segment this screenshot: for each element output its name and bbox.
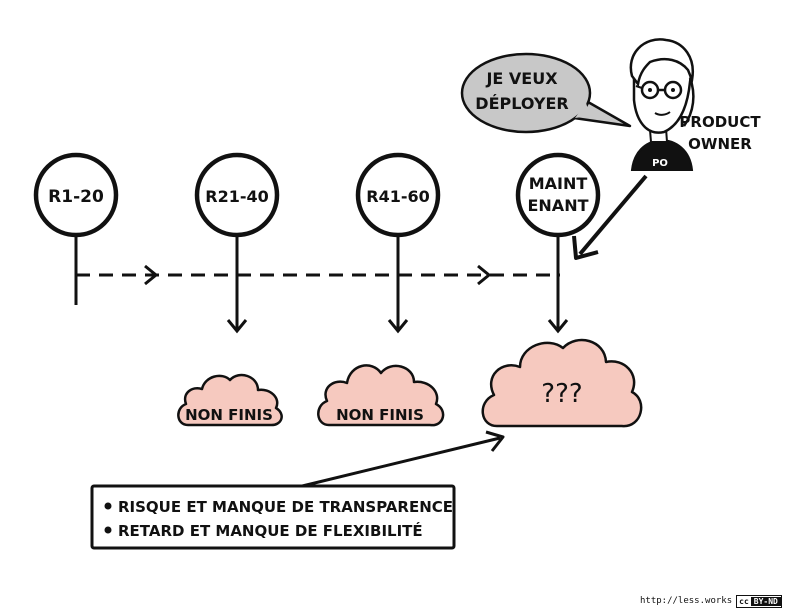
person-badge: PO — [652, 158, 668, 169]
bullet-icon — [104, 526, 112, 534]
issues-box: RISQUE ET MANQUE DE TRANSPARENCE RETARD … — [90, 484, 456, 550]
milestone-r21-40: R21-40 — [194, 152, 280, 334]
milestone-r41-60: R41-60 — [355, 152, 441, 334]
milestone-r1-20: R1-20 — [33, 152, 119, 305]
bubble-line2: DÉPLOYER — [475, 94, 568, 113]
timeline-arrow-2 — [477, 264, 492, 286]
bullet-icon — [104, 502, 112, 510]
license-badge: cc BY-ND — [736, 594, 782, 608]
milestone-label-line1: MAINT — [529, 174, 588, 193]
footer: http://less.works cc BY-ND — [640, 594, 782, 608]
person-role-line1: PRODUCT — [679, 113, 761, 131]
timeline-axis — [76, 264, 560, 286]
milestone-maintenant: MAINT ENANT — [515, 152, 601, 334]
timeline-arrow-1 — [144, 264, 159, 286]
cloud-label: ??? — [541, 379, 582, 409]
milestone-label: R41-60 — [366, 187, 430, 206]
cc-icon: cc — [737, 596, 751, 606]
milestone-label: R1-20 — [48, 187, 104, 207]
cloud-unknown: ??? — [481, 338, 643, 428]
issues-arrow — [293, 430, 505, 490]
cloud-label: NON FINIS — [185, 406, 273, 424]
speech-bubble: JE VEUX DÉPLOYER — [460, 52, 632, 134]
license-label: BY-ND — [750, 596, 781, 606]
issue-item: RISQUE ET MANQUE DE TRANSPARENCE — [118, 498, 453, 516]
milestone-label-line2: ENANT — [527, 196, 588, 215]
bubble-line1: JE VEUX — [485, 69, 558, 88]
cloud-non-finis-1: NON FINIS — [177, 373, 283, 427]
issue-item: RETARD ET MANQUE DE FLEXIBILITÉ — [118, 521, 423, 540]
po-arrow — [572, 174, 648, 260]
person-role-line2: OWNER — [688, 135, 752, 153]
footer-url[interactable]: http://less.works — [640, 596, 733, 606]
product-owner-figure: PO PRODUCT OWNER — [629, 38, 761, 171]
milestone-label: R21-40 — [205, 187, 269, 206]
cloud-label: NON FINIS — [336, 406, 424, 424]
cloud-non-finis-2: NON FINIS — [317, 364, 445, 427]
